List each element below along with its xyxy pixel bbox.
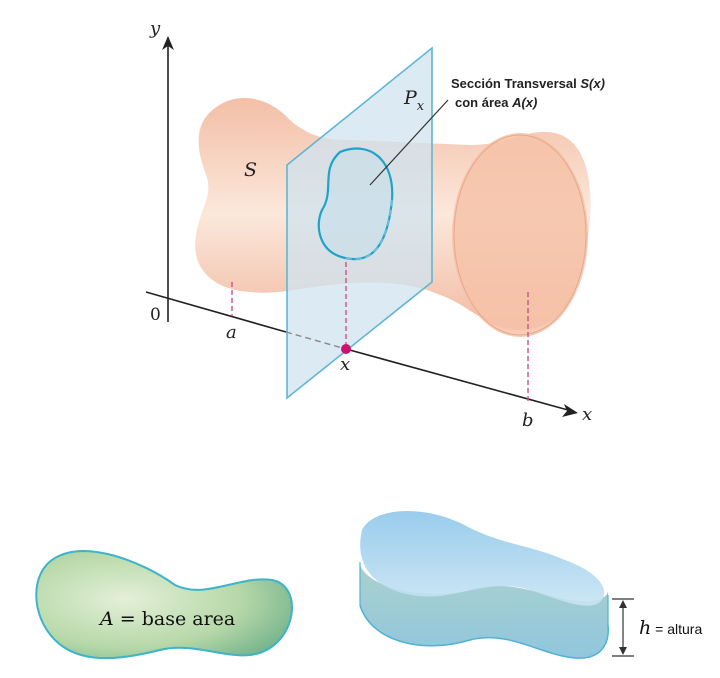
y-axis-label: y (149, 18, 161, 39)
x-point-label: x (340, 354, 350, 375)
x-axis-arrow-icon (562, 404, 578, 417)
cross-section-label-line2: con área A(x) (455, 95, 537, 110)
leader-line (369, 99, 449, 186)
base-area-shape (35, 550, 293, 660)
h-arrow-down-icon (619, 647, 627, 655)
h-arrow-up-icon (619, 600, 627, 608)
cross-section-label-line1: Sección Transversal S(x) (451, 76, 605, 91)
point-x (341, 344, 351, 354)
solid-label: S (244, 159, 257, 181)
a-label: a (226, 322, 237, 343)
plane-label-sub: x (417, 99, 425, 114)
base-area-label: A = base area (98, 608, 235, 630)
x-axis-line (145, 291, 287, 333)
cross-section-label-math2: A(x) (511, 95, 537, 110)
h-label: h = altura (639, 617, 702, 639)
cross-section-label-text2: con área (455, 95, 512, 110)
x-axis-line-hidden (285, 331, 347, 350)
x-axis-line-front (345, 348, 569, 411)
cross-section-label-text1: Sección Transversal (451, 76, 580, 91)
h-eq: = altura (651, 621, 702, 637)
base-area-eq: = base area (114, 608, 236, 630)
cross-section-label-math1: S(x) (580, 76, 605, 91)
x-axis-label: x (582, 404, 592, 425)
cross-section-hidden-edge (344, 199, 393, 260)
origin-label: 0 (150, 305, 161, 325)
y-axis-arrow-icon (162, 36, 174, 50)
b-label: b (522, 410, 534, 431)
plane-label-p: P (403, 87, 418, 109)
plane-label: Px (403, 87, 425, 114)
cylinder (359, 510, 609, 659)
base-area-a: A (98, 608, 114, 630)
h-symbol: h (639, 617, 651, 639)
